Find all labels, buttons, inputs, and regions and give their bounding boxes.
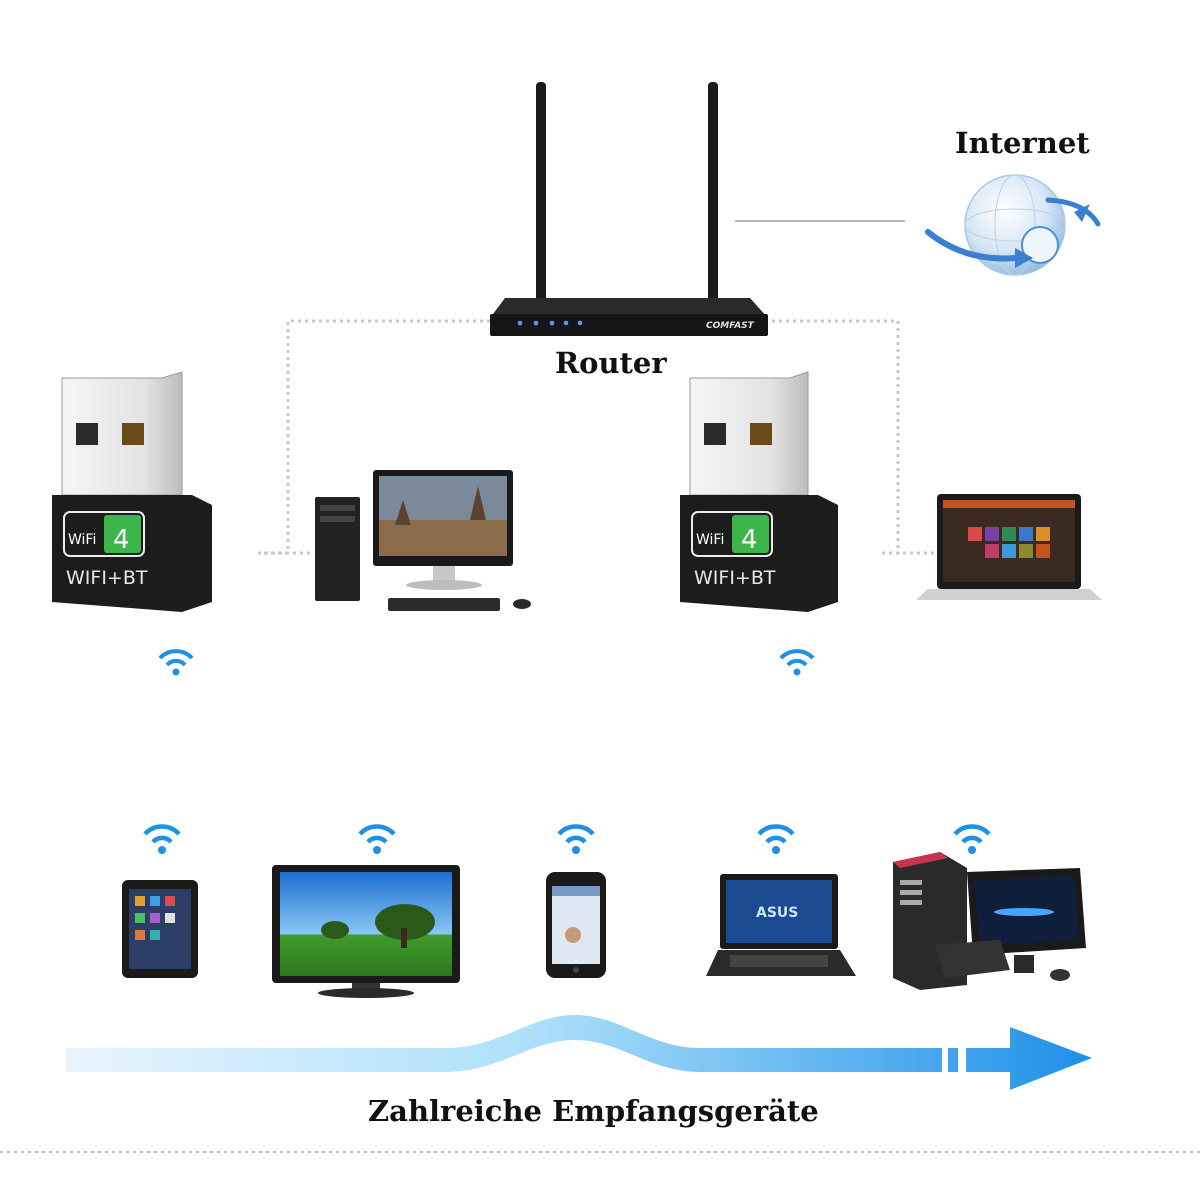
- wifi-signal-icon: [557, 824, 595, 854]
- desktop-pc-device: [893, 852, 1086, 990]
- arrow-stripe: [942, 1044, 948, 1078]
- laptop-device: ASUS: [706, 874, 856, 976]
- globe-icon: [925, 174, 1101, 276]
- desktop-computer: [315, 470, 531, 611]
- wifi-signal-icon: [779, 649, 815, 676]
- router-brand: COMFAST: [706, 321, 755, 331]
- laptop-top: [916, 494, 1102, 600]
- laptop-logo: ASUS: [756, 905, 798, 921]
- wifi-signal-icon: [158, 649, 194, 676]
- tablet-device: [122, 880, 198, 978]
- dongle-right-caption: WIFI+BT: [694, 567, 776, 589]
- wifi-signal-icon: [143, 824, 181, 854]
- wifi-signal-icon: [757, 824, 795, 854]
- usb-dongle-right: WiFi 4 WIFI+BT: [680, 371, 838, 612]
- smartphone-device: [546, 872, 606, 978]
- dongle-left-caption: WIFI+BT: [66, 567, 148, 589]
- tv-device: [272, 865, 460, 998]
- dongle-left-generation: 4: [113, 525, 130, 555]
- dongle-left-wifi-word: WiFi: [68, 532, 96, 548]
- router-label: Router: [555, 346, 667, 380]
- wifi-signal-icon: [358, 824, 396, 854]
- receivers-label: Zahlreiche Empfangsgeräte: [368, 1094, 819, 1128]
- wifi-signal-icon: [953, 824, 991, 854]
- dongle-right-generation: 4: [741, 525, 758, 555]
- router: COMFAST: [490, 82, 768, 336]
- dongle-right-wifi-word: WiFi: [696, 532, 724, 548]
- flow-arrow-icon: [66, 1015, 1092, 1090]
- arrow-stripe: [958, 1044, 966, 1078]
- internet-label: Internet: [955, 126, 1090, 160]
- usb-dongle-left: WiFi 4 WIFI+BT: [52, 371, 212, 612]
